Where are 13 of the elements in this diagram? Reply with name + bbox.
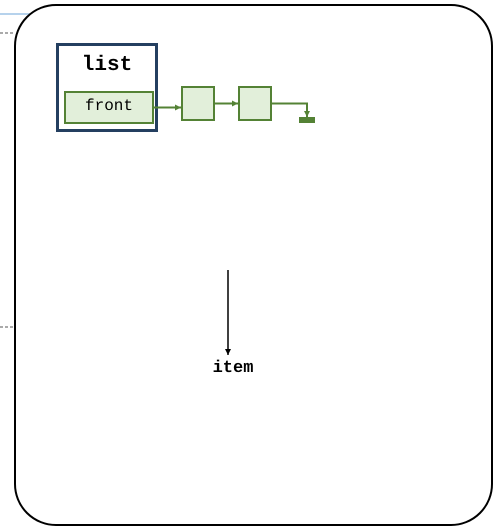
variable-label: item — [212, 359, 254, 378]
node-box — [181, 86, 215, 121]
arrow — [154, 104, 181, 110]
node-box — [238, 86, 272, 121]
arrow — [272, 102, 310, 117]
arrow — [225, 270, 231, 355]
struct-box — [56, 43, 158, 132]
field-label: front — [84, 97, 133, 115]
null-terminator — [299, 117, 315, 123]
arrow — [215, 100, 238, 106]
struct-title: list — [82, 54, 132, 77]
field-box — [64, 91, 154, 124]
panel-background — [14, 4, 493, 526]
